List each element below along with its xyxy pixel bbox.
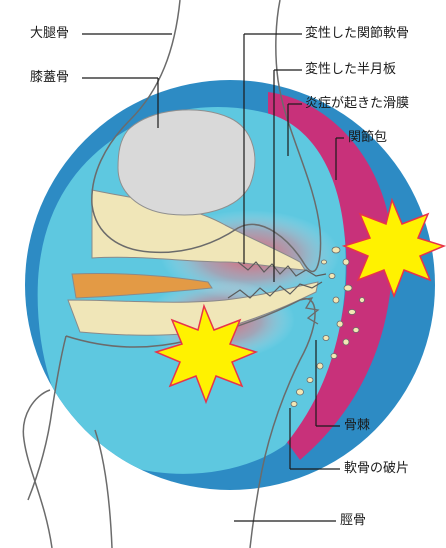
label-femur: 大腿骨: [30, 26, 69, 42]
label-cartilage-fragments: 軟骨の破片: [344, 461, 409, 477]
label-joint-capsule: 関節包: [348, 130, 387, 146]
label-inflamed-synovium: 炎症が起きた滑膜: [305, 96, 409, 112]
label-degenerated-cartilage: 変性した関節軟骨: [305, 26, 409, 42]
label-patella: 膝蓋骨: [30, 70, 69, 86]
label-degenerated-meniscus: 変性した半月板: [305, 62, 396, 78]
patella: [118, 110, 255, 215]
label-osteophyte: 骨棘: [344, 418, 370, 434]
label-tibia: 脛骨: [340, 513, 366, 529]
